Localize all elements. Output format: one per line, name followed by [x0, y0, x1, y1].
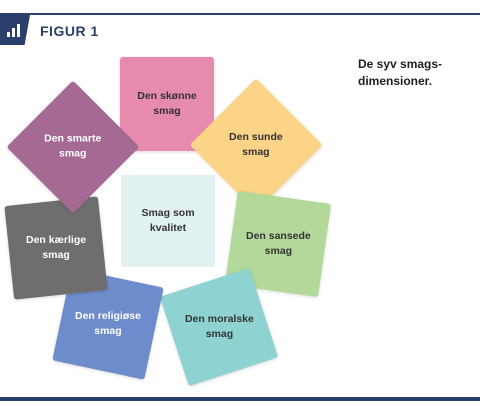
tile-label: Den religiøse smag [75, 309, 141, 337]
figure-caption: De syv smags- dimensioner. [358, 57, 443, 88]
tile-kaerlige-smag: Den kærlige smag [4, 196, 108, 300]
center-tile-quality: Smag som kvalitet [121, 175, 215, 267]
bar-chart-icon [0, 15, 30, 45]
figure-title: FIGUR 1 [40, 23, 99, 39]
tile-label: Den skønne smag [137, 90, 197, 117]
tile-skonne-smag: Den skønne smag [120, 57, 214, 151]
bottom-rule [0, 397, 480, 401]
tile-label: Den sansede smag [245, 230, 311, 257]
tile-label: Den kærlige smag [25, 234, 87, 262]
tile-label: Den moralske smag [184, 313, 254, 340]
tile-label: Den sunde smag [229, 131, 283, 158]
tile-label: Den smarte smag [44, 132, 102, 160]
center-tile-label: Smag som kvalitet [141, 207, 195, 234]
top-rule [0, 13, 480, 15]
